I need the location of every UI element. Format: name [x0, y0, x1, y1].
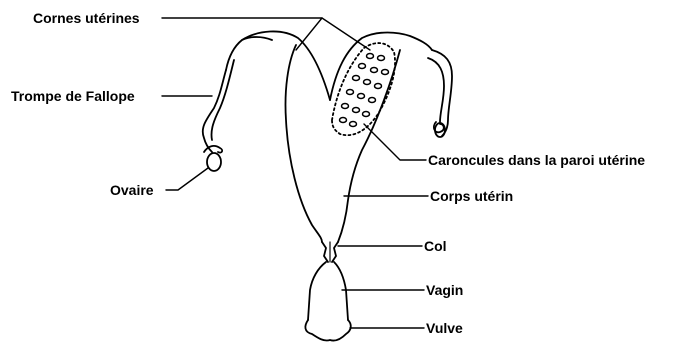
- leader-cornes-right: [322, 18, 370, 50]
- vagina-right-wall: [334, 262, 348, 320]
- left-uterine-wall: [285, 45, 322, 242]
- right-fallopian-tube-inner: [428, 58, 444, 122]
- label-cornes-uterines: Cornes utérines: [33, 10, 140, 26]
- label-vulve: Vulve: [426, 320, 463, 336]
- leader-cornes-left: [162, 18, 322, 50]
- vagina-left-wall: [308, 262, 326, 320]
- leader-ovaire: [166, 168, 208, 190]
- left-ovary: [207, 153, 221, 171]
- right-uterine-wall: [338, 50, 400, 242]
- vulva-outline: [305, 320, 350, 341]
- left-fimbria: [204, 146, 222, 153]
- leader-caroncules: [364, 124, 426, 160]
- label-caroncules: Caroncules dans la paroi utérine: [428, 152, 645, 168]
- caroncule-region-outline: [332, 43, 395, 135]
- left-fallopian-tube: [203, 70, 226, 152]
- label-col: Col: [424, 238, 447, 254]
- label-vagin: Vagin: [426, 282, 463, 298]
- leader-lines: [162, 18, 428, 328]
- caroncules-group: [340, 54, 389, 127]
- label-trompe-de-fallope: Trompe de Fallope: [11, 88, 135, 104]
- left-horn-inner: [242, 37, 272, 40]
- left-fallopian-tube-inner: [211, 60, 234, 140]
- label-corps-uterin: Corps utérin: [430, 188, 513, 204]
- left-horn-outline: [226, 31, 330, 100]
- label-ovaire: Ovaire: [110, 182, 154, 198]
